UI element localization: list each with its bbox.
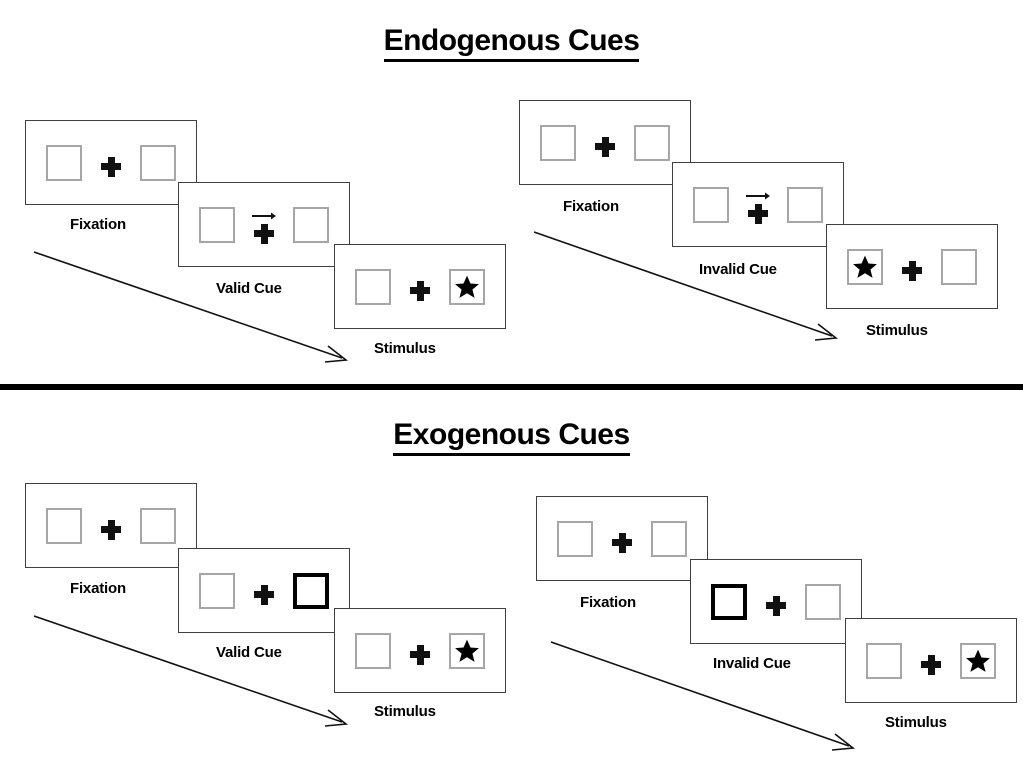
fixation-center-with-cue [250,205,278,245]
plus-icon [612,532,632,553]
placeholder-box-left [866,642,902,679]
fixation-center [608,519,636,559]
placeholder-box-left [199,572,235,609]
fixation-center [591,123,619,163]
fixation-center [762,582,790,622]
target-box-right [449,632,485,669]
panel-exogenous-invalid-cue[interactable] [690,559,862,644]
panel-content [26,484,196,567]
fixation-center [898,247,926,287]
placeholder-box-left [199,206,235,243]
panel-exogenous-valid-cue[interactable] [178,548,350,633]
panel-exogenous-valid-stimulus[interactable] [334,608,506,693]
caption-endogenous-valid-cue: Valid Cue [216,280,282,297]
flow-arrow-exogenous-invalid [550,641,856,751]
caption-exogenous-valid-fixation: Fixation [70,580,126,597]
plus-icon [410,644,430,665]
placeholder-box-right [941,248,977,285]
caption-endogenous-invalid-stimulus: Stimulus [866,322,928,339]
panel-content [691,560,861,643]
plus-icon [748,203,768,224]
caption-exogenous-invalid-fixation: Fixation [580,594,636,611]
fixation-center [406,267,434,307]
placeholder-box-right [805,583,841,620]
caption-exogenous-valid-cue: Valid Cue [216,644,282,661]
placeholder-box-left [693,186,729,223]
plus-icon [766,595,786,616]
plus-icon [902,260,922,281]
panel-content [335,245,505,328]
caption-endogenous-valid-stimulus: Stimulus [374,340,436,357]
panel-content [179,549,349,632]
section-divider [0,384,1023,390]
placeholder-box-left [46,507,82,544]
panel-endogenous-invalid-fixation[interactable] [519,100,691,185]
star-icon [455,639,479,662]
cued-box-left [711,583,747,620]
section-title-endogenous: Endogenous Cues [0,24,1023,62]
plus-icon [254,223,274,244]
star-icon [966,649,990,672]
caption-exogenous-valid-stimulus: Stimulus [374,703,436,720]
fixation-center [250,571,278,611]
arrow-right-icon [252,212,276,219]
placeholder-box-left [355,268,391,305]
star-icon [455,275,479,298]
panel-endogenous-valid-fixation[interactable] [25,120,197,205]
panel-exogenous-valid-fixation[interactable] [25,483,197,568]
fixation-center [97,506,125,546]
placeholder-box-left [557,520,593,557]
fixation-center-with-cue [744,185,772,225]
placeholder-box-left [355,632,391,669]
plus-icon [101,156,121,177]
target-box-right [449,268,485,305]
panel-endogenous-invalid-cue[interactable] [672,162,844,247]
panel-content [335,609,505,692]
fixation-center [917,641,945,681]
panel-endogenous-valid-cue[interactable] [178,182,350,267]
caption-exogenous-invalid-cue: Invalid Cue [713,655,791,672]
plus-icon [410,280,430,301]
caption-endogenous-invalid-cue: Invalid Cue [699,261,777,278]
panel-exogenous-invalid-fixation[interactable] [536,496,708,581]
panel-content [537,497,707,580]
placeholder-box-right [787,186,823,223]
panel-exogenous-invalid-stimulus[interactable] [845,618,1017,703]
fixation-center [406,631,434,671]
panel-content [179,183,349,266]
placeholder-box-right [140,144,176,181]
fixation-center [97,143,125,183]
placeholder-box-right [293,206,329,243]
caption-exogenous-invalid-stimulus: Stimulus [885,714,947,731]
panel-content [520,101,690,184]
section-title-endogenous-text: Endogenous Cues [383,24,640,62]
caption-endogenous-valid-fixation: Fixation [70,216,126,233]
placeholder-box-right [140,507,176,544]
plus-icon [921,654,941,675]
plus-icon [101,519,121,540]
section-title-exogenous: Exogenous Cues [0,418,1023,456]
placeholder-box-right [651,520,687,557]
placeholder-box-left [540,124,576,161]
target-box-right [960,642,996,679]
placeholder-box-right [634,124,670,161]
panel-content [673,163,843,246]
plus-icon [595,136,615,157]
target-box-left [847,248,883,285]
section-title-exogenous-text: Exogenous Cues [393,418,630,456]
panel-content [827,225,997,308]
caption-endogenous-invalid-fixation: Fixation [563,198,619,215]
cued-box-right [293,572,329,609]
arrow-right-icon [746,192,770,199]
plus-icon [254,584,274,605]
placeholder-box-left [46,144,82,181]
panel-content [846,619,1016,702]
star-icon [853,255,877,278]
panel-endogenous-invalid-stimulus[interactable] [826,224,998,309]
panel-endogenous-valid-stimulus[interactable] [334,244,506,329]
panel-content [26,121,196,204]
